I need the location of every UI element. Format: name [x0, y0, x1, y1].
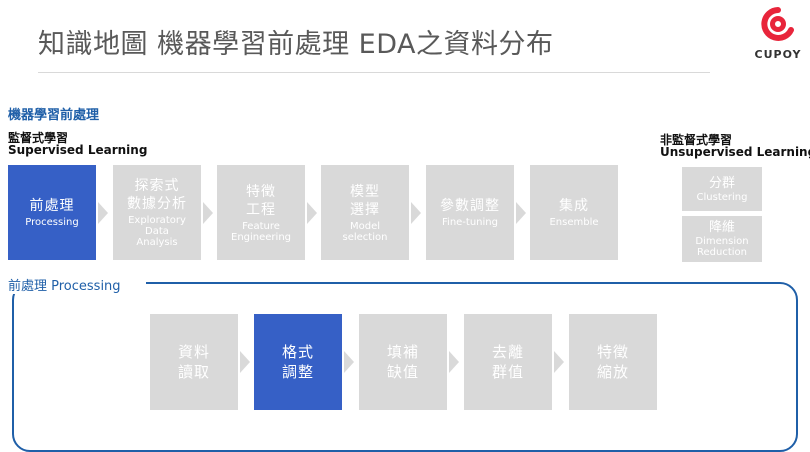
logo-text: CUPOY	[754, 48, 802, 61]
processing-step-label: 格式 調整	[281, 343, 314, 381]
page-title: 知識地圖 機器學習前處理 EDA之資料分布	[38, 29, 554, 60]
pipeline-step-label-en: Ensemble	[549, 217, 599, 228]
pipeline-step-label-cn: 模型 選擇	[350, 183, 380, 218]
processing-step-5[interactable]: 特徵 縮放	[569, 314, 657, 410]
processing-step-3[interactable]: 填補 缺值	[359, 314, 447, 410]
processing-label-background	[6, 274, 146, 294]
pipeline-arrow-icon	[516, 201, 526, 224]
pipeline-step-label-cn: 特徵 工程	[246, 183, 276, 218]
pipeline-arrow-icon	[307, 201, 317, 224]
processing-step-label: 去離 群值	[491, 343, 524, 381]
pipeline-arrow-icon	[411, 201, 421, 224]
dimension-reduction-box[interactable]: 降維 Dimension Reduction	[682, 216, 762, 262]
cupoy-logo-icon	[761, 7, 794, 41]
section-title: 機器學習前處理	[8, 108, 100, 123]
pipeline-step-1[interactable]: 前處理 Processing	[8, 165, 96, 260]
processing-step-label: 特徵 縮放	[596, 343, 629, 381]
pipeline-step-label-cn: 前處理	[29, 198, 75, 214]
dimension-reduction-label-cn: 降維	[708, 220, 735, 235]
pipeline-arrow-icon	[98, 201, 108, 224]
pipeline-step-label-cn: 參數調整	[440, 198, 500, 214]
processing-step-label: 填補 缺值	[386, 343, 419, 381]
pipeline-arrow-icon	[203, 201, 213, 224]
processing-step-4[interactable]: 去離 群值	[464, 314, 552, 410]
processing-arrow-icon	[344, 351, 354, 373]
title-divider	[38, 72, 710, 73]
supervised-label: 監督式學習 Supervised Learning	[8, 132, 147, 156]
unsupervised-label-en: Unsupervised Learning	[660, 145, 810, 159]
supervised-label-en: Supervised Learning	[8, 143, 148, 157]
pipeline-step-label-en: Exploratory Data Analysis	[128, 215, 186, 248]
processing-label: 前處理 Processing	[8, 279, 121, 294]
clustering-box[interactable]: 分群 Clustering	[682, 167, 762, 211]
pipeline-step-label-cn: 集成	[559, 198, 589, 214]
processing-step-2[interactable]: 格式 調整	[254, 314, 342, 410]
supervised-label-cn: 監督式學習	[8, 131, 69, 145]
pipeline-step-label-en: Fine-tuning	[442, 217, 498, 228]
pipeline-step-5[interactable]: 參數調整 Fine-tuning	[426, 165, 514, 260]
pipeline-step-6[interactable]: 集成 Ensemble	[530, 165, 618, 260]
unsupervised-label-cn: 非監督式學習	[660, 133, 733, 147]
clustering-label-en: Clustering	[696, 191, 748, 203]
processing-arrow-icon	[449, 351, 459, 373]
pipeline-step-label-en: Feature Engineering	[231, 220, 291, 243]
clustering-label-cn: 分群	[708, 175, 735, 191]
processing-arrow-icon	[554, 351, 564, 373]
pipeline-step-label-en: Model selection	[342, 220, 388, 243]
unsupervised-label: 非監督式學習 Unsupervised Learning	[660, 134, 810, 158]
dimension-reduction-label-en: Dimension Reduction	[695, 236, 749, 258]
processing-step-1[interactable]: 資料 讀取	[150, 314, 238, 410]
processing-arrow-icon	[240, 351, 250, 373]
pipeline-step-label-cn: 探索式 數據分析	[127, 178, 187, 212]
pipeline-step-label-en: Processing	[25, 217, 79, 228]
processing-step-label: 資料 讀取	[177, 343, 210, 381]
